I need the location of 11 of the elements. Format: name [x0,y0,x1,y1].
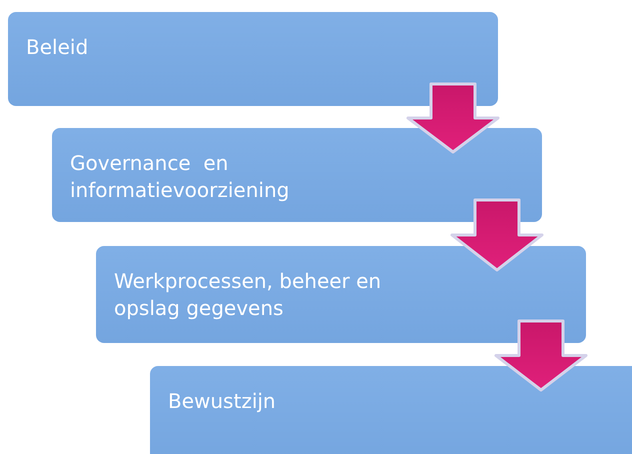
block-arrow [450,198,544,272]
step-label: Bewustzijn [168,388,277,415]
step-box [52,128,542,222]
block-arrow [494,320,588,392]
step-box [8,12,498,106]
step-label: Beleid [26,34,90,61]
step-box [150,366,632,454]
step-box [96,246,586,343]
block-arrow [406,82,500,154]
step-label: Governance en informatievoorziening [70,150,290,204]
step-label: Werkprocessen, beheer en opslag gegevens [114,268,382,322]
